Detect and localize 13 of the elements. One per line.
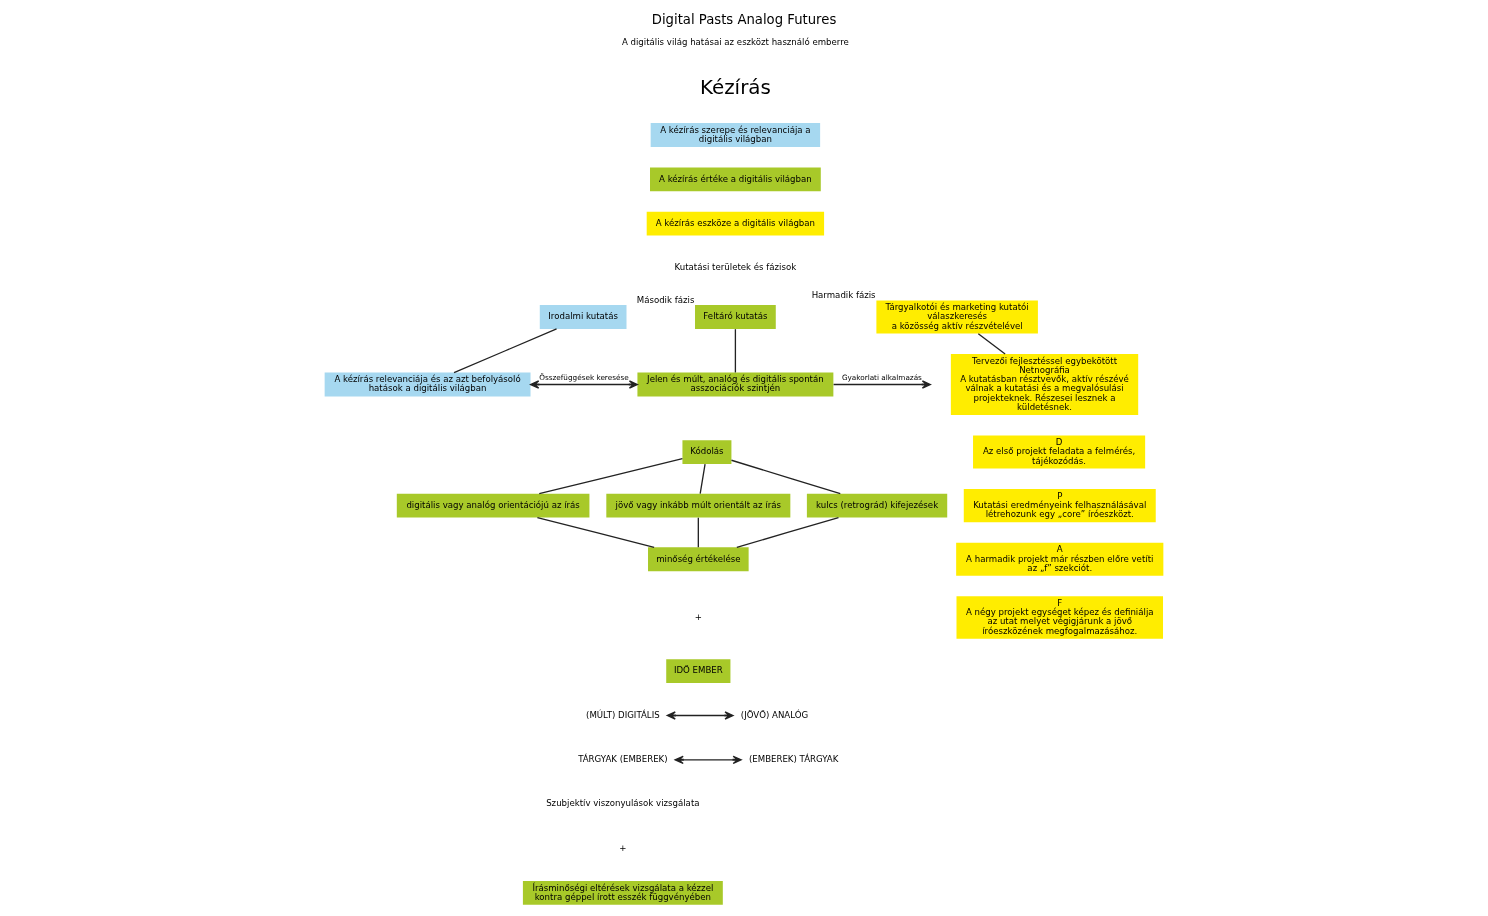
node-label: Harmadik fázis <box>811 290 876 301</box>
diagram-title: Digital Pasts Analog Futures <box>651 12 837 28</box>
node-text: (MÚLT) DIGITÁLIS <box>586 709 660 720</box>
label: + <box>694 611 702 622</box>
label: Kutatási területek és fázisok <box>674 262 797 273</box>
node-text: (JÖVŐ) ANALÓG <box>740 709 809 720</box>
node-text: (EMBEREK) TÁRGYAK <box>748 754 839 765</box>
label: A digitális világ hatásai az eszközt használó emberre <box>621 37 849 48</box>
label: Szubjektív viszonyulások vizsgálata <box>546 798 700 809</box>
label: + <box>619 842 627 853</box>
label: Kézírás <box>699 75 771 99</box>
node-text: TÁRGYAK (EMBEREK) <box>578 754 668 765</box>
node-label: Második fázis <box>636 294 695 305</box>
